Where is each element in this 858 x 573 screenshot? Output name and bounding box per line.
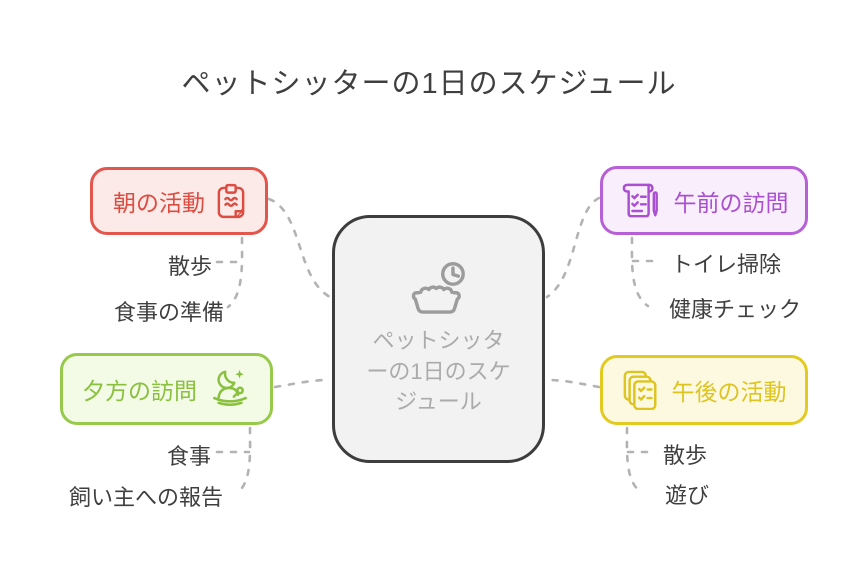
connector-morning-to-center (267, 197, 332, 299)
page-title: ペットシッターの1日のスケジュール (181, 68, 677, 100)
center-node: ペットシッターの1日のスケジュール (332, 215, 545, 463)
branch-label: 午前の訪問 (673, 189, 789, 216)
connector-pm-to-center (545, 378, 601, 389)
child-label-meal: 食事 (166, 444, 211, 469)
notepad-pen-icon (620, 182, 662, 220)
connector-pm-children-spine (625, 426, 644, 495)
connector-evening-to-center (273, 378, 332, 389)
branch-label: 午後の活動 (671, 379, 787, 405)
clipboard-icon (217, 183, 245, 219)
node-morning-activities: 朝の活動 (90, 167, 268, 235)
stacked-checklist-icon (622, 370, 660, 410)
child-label-walk-afternoon: 散歩 (663, 443, 708, 468)
branch-label: 夕方の訪問 (82, 378, 197, 404)
child-label-health-check: 健康チェック (669, 297, 802, 322)
center-label: ペットシッターの1日のスケジュール (366, 328, 511, 415)
child-label-play: 遊び (665, 483, 710, 508)
branch-label: 朝の活動 (113, 190, 205, 216)
pet-bowl-clock-icon (403, 260, 475, 318)
connector-am-visit-children-spine (630, 236, 650, 308)
connector-am-visit-to-center (545, 196, 601, 299)
night-dinner-icon (209, 368, 251, 410)
node-morning-visit: 午前の訪問 (600, 166, 808, 235)
node-afternoon-activities: 午後の活動 (600, 355, 808, 425)
child-label-walk-morning: 散歩 (167, 254, 212, 279)
child-label-meal-prep: 食事の準備 (113, 300, 224, 325)
child-label-owner-report: 飼い主への報告 (68, 485, 223, 510)
node-evening-visit: 夕方の訪問 (60, 353, 273, 425)
connector-morning-children-spine (226, 236, 244, 309)
connector-evening-children-spine (235, 426, 252, 495)
child-label-toilet-cleaning: トイレ掃除 (671, 252, 782, 277)
